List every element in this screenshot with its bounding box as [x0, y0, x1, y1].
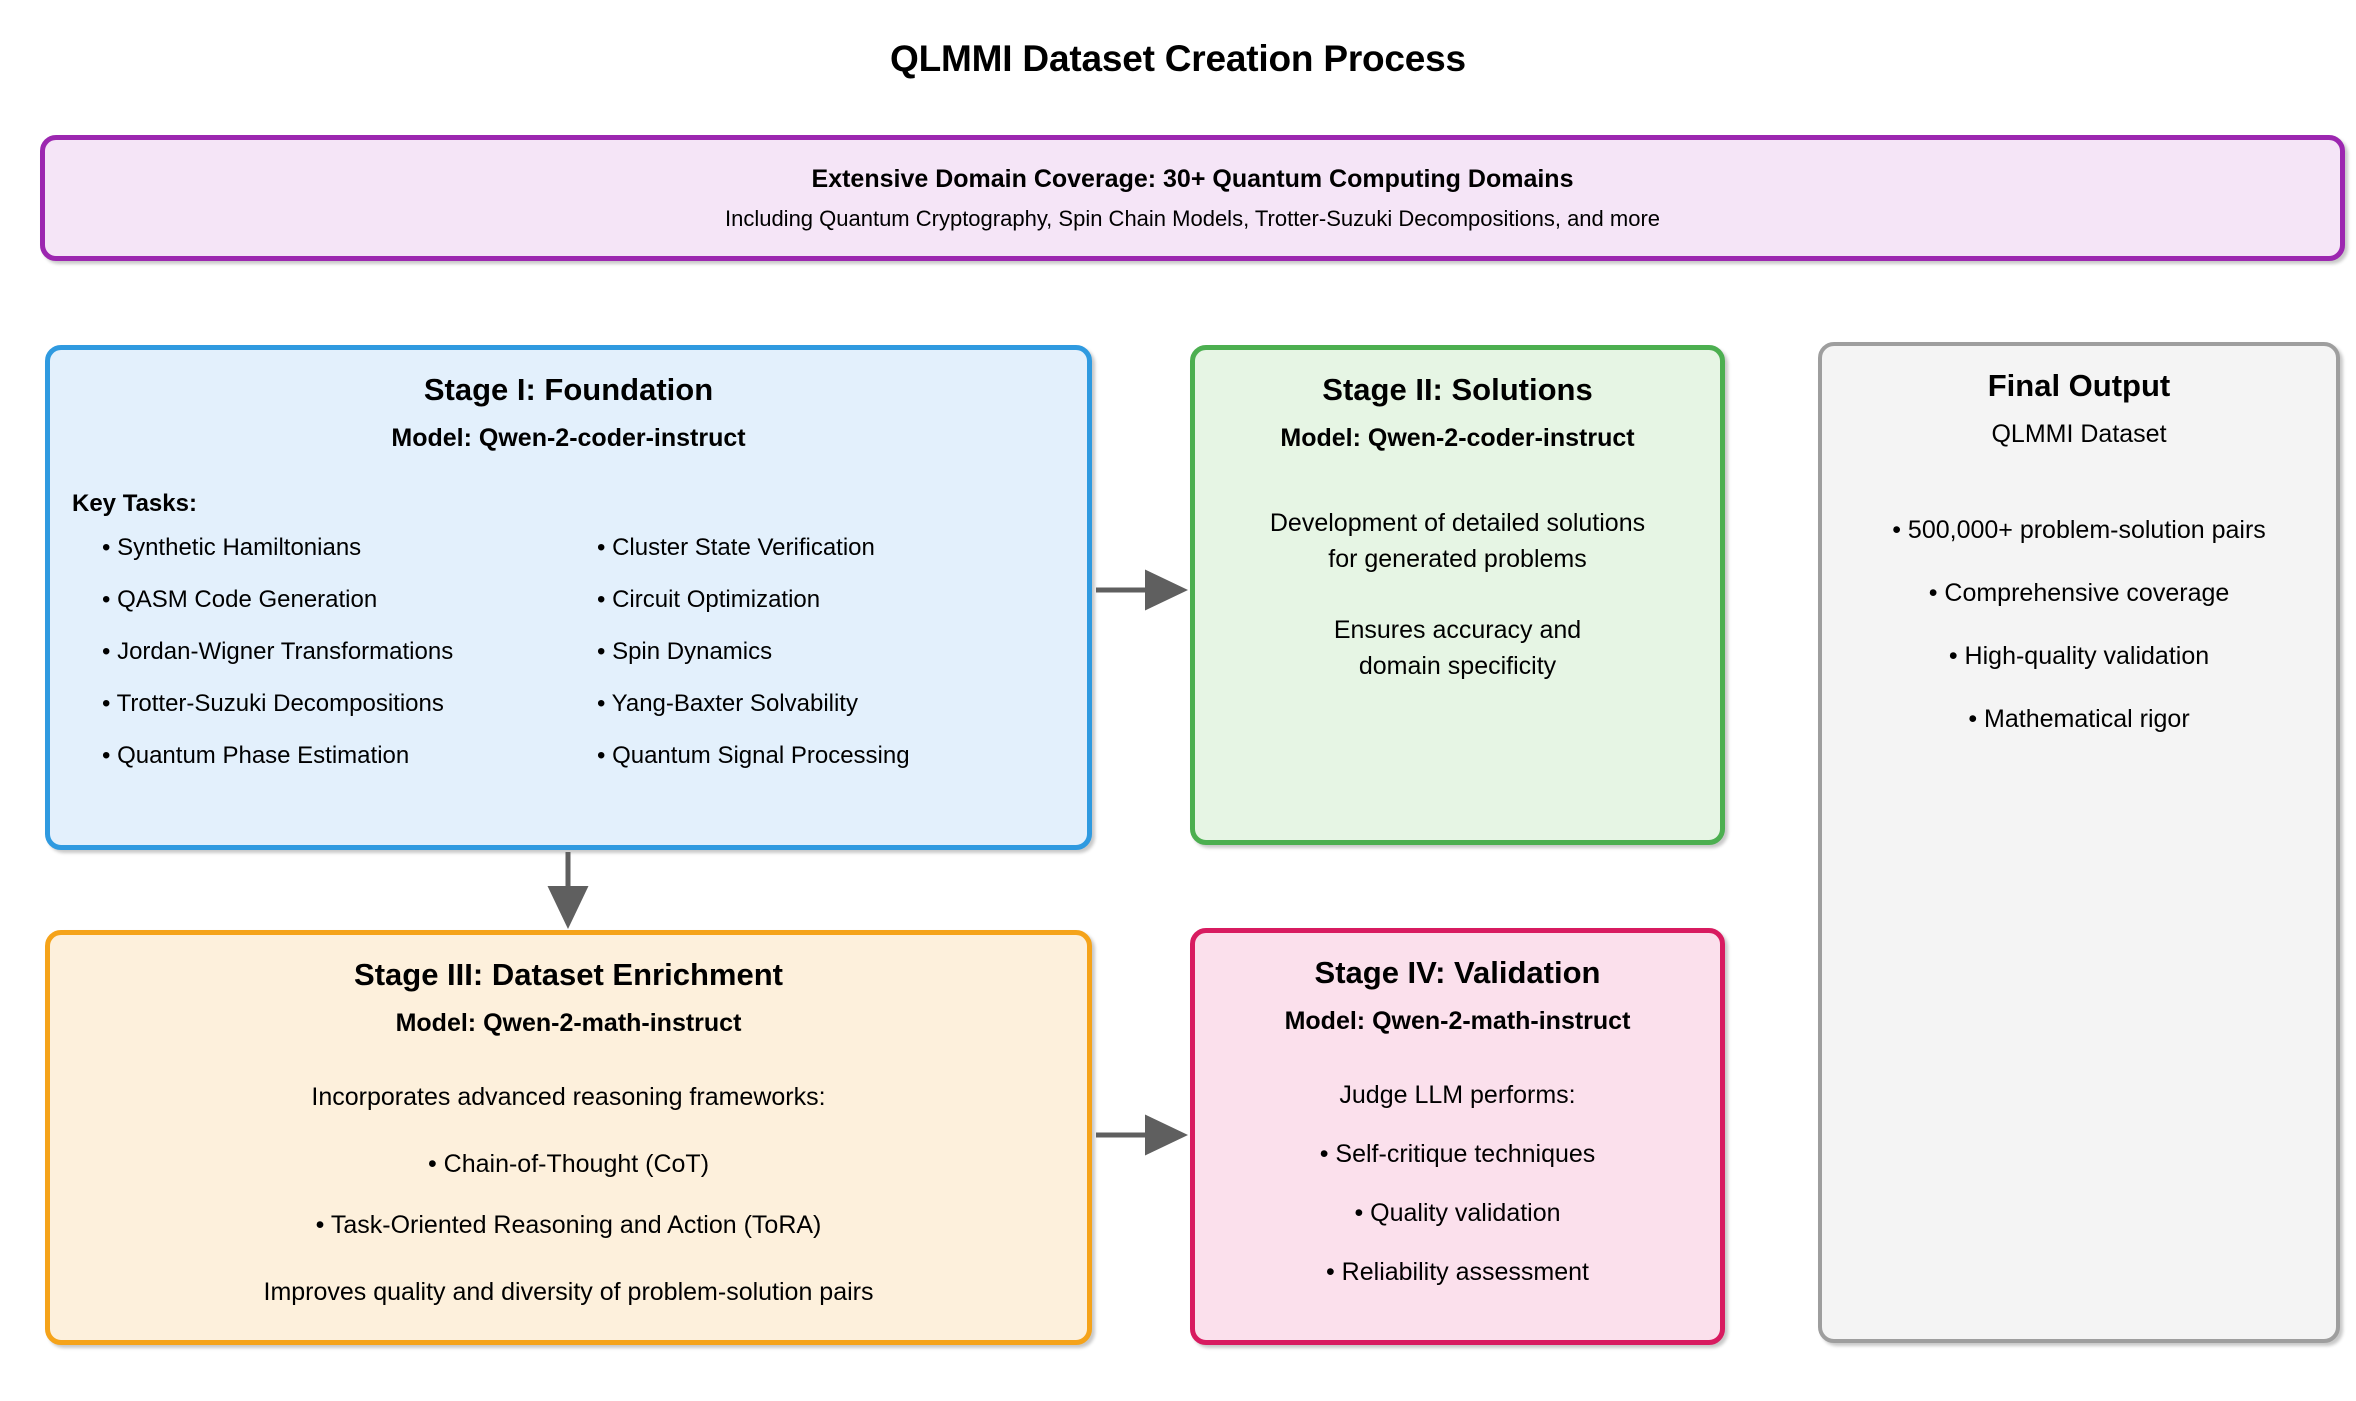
banner-title: Extensive Domain Coverage: 30+ Quantum C…	[811, 164, 1574, 193]
page-title: QLMMI Dataset Creation Process	[890, 38, 1466, 79]
list-item: • Circuit Optimization	[597, 586, 821, 614]
stage-4-intro: Judge LLM performs:	[1339, 1081, 1576, 1110]
stage-3-dataset-enrichment-node[interactable]: Stage III: Dataset Enrichment Model: Qwe…	[45, 930, 1092, 1345]
stage-1-task-columns: • Synthetic Hamiltonians • QASM Code Gen…	[102, 536, 1087, 796]
domain-coverage-banner: Extensive Domain Coverage: 30+ Quantum C…	[40, 135, 2345, 261]
list-item: • Chain-of-Thought (CoT)	[427, 1150, 710, 1179]
list-item: • Comprehensive coverage	[1928, 579, 2230, 608]
stage-4-title: Stage IV: Validation	[1314, 955, 1601, 990]
list-item: • Synthetic Hamiltonians	[102, 534, 362, 562]
stage-2-paragraph-2: Ensures accuracy and domain specificity	[1195, 613, 1720, 684]
list-item: • Mathematical rigor	[1968, 705, 2190, 734]
list-item: • 500,000+ problem-solution pairs	[1892, 516, 2266, 545]
stage-2-paragraph-1-line-2: for generated problems	[1328, 544, 1587, 573]
final-output-subtitle: QLMMI Dataset	[1991, 419, 2167, 448]
stage-2-paragraph-1-line-1: Development of detailed solutions	[1269, 509, 1646, 538]
list-item: • High-quality validation	[1948, 642, 2210, 671]
stage-3-intro: Incorporates advanced reasoning framewor…	[311, 1083, 826, 1112]
stage-2-paragraph-2-line-2: domain specificity	[1358, 651, 1557, 680]
list-item: • Task-Oriented Reasoning and Action (To…	[315, 1211, 822, 1240]
stage-1-model: Model: Qwen-2-coder-instruct	[391, 423, 746, 452]
stage-3-title: Stage III: Dataset Enrichment	[354, 957, 783, 992]
list-item: • Yang-Baxter Solvability	[597, 690, 858, 718]
final-output-list: • 500,000+ problem-solution pairs • Comp…	[1822, 518, 2336, 732]
stage-2-solutions-node[interactable]: Stage II: Solutions Model: Qwen-2-coder-…	[1190, 345, 1725, 845]
list-item: • Reliability assessment	[1325, 1258, 1589, 1287]
stage-1-foundation-node[interactable]: Stage I: Foundation Model: Qwen-2-coder-…	[45, 345, 1092, 850]
list-item: • Quality validation	[1354, 1199, 1561, 1228]
final-output-title: Final Output	[1987, 368, 2171, 403]
stage-1-tasks-left-column: • Synthetic Hamiltonians • QASM Code Gen…	[102, 536, 597, 796]
stage-1-key-tasks-label: Key Tasks:	[72, 490, 197, 518]
stage-2-paragraph-1: Development of detailed solutions for ge…	[1195, 506, 1720, 577]
list-item: • Cluster State Verification	[597, 534, 875, 562]
final-output-node[interactable]: Final Output QLMMI Dataset • 500,000+ pr…	[1818, 342, 2340, 1343]
stage-3-model: Model: Qwen-2-math-instruct	[395, 1008, 742, 1037]
list-item: • Spin Dynamics	[597, 638, 773, 666]
list-item: • Quantum Signal Processing	[597, 742, 910, 770]
list-item: • QASM Code Generation	[102, 586, 378, 614]
stage-4-list: • Self-critique techniques • Quality val…	[1195, 1142, 1720, 1285]
stage-1-title: Stage I: Foundation	[423, 372, 714, 407]
stage-2-model: Model: Qwen-2-coder-instruct	[1280, 423, 1635, 452]
list-item: • Jordan-Wigner Transformations	[102, 638, 454, 666]
stage-1-tasks-right-column: • Cluster State Verification • Circuit O…	[597, 536, 910, 796]
stage-2-title: Stage II: Solutions	[1322, 372, 1593, 407]
stage-4-validation-node[interactable]: Stage IV: Validation Model: Qwen-2-math-…	[1190, 928, 1725, 1345]
stage-2-paragraph-2-line-1: Ensures accuracy and	[1333, 616, 1582, 645]
list-item: • Self-critique techniques	[1319, 1140, 1596, 1169]
stage-3-outro: Improves quality and diversity of proble…	[263, 1278, 874, 1307]
list-item: • Trotter-Suzuki Decompositions	[102, 690, 444, 718]
list-item: • Quantum Phase Estimation	[102, 742, 410, 770]
banner-subtitle: Including Quantum Cryptography, Spin Cha…	[724, 205, 1661, 231]
stage-4-model: Model: Qwen-2-math-instruct	[1284, 1006, 1631, 1035]
